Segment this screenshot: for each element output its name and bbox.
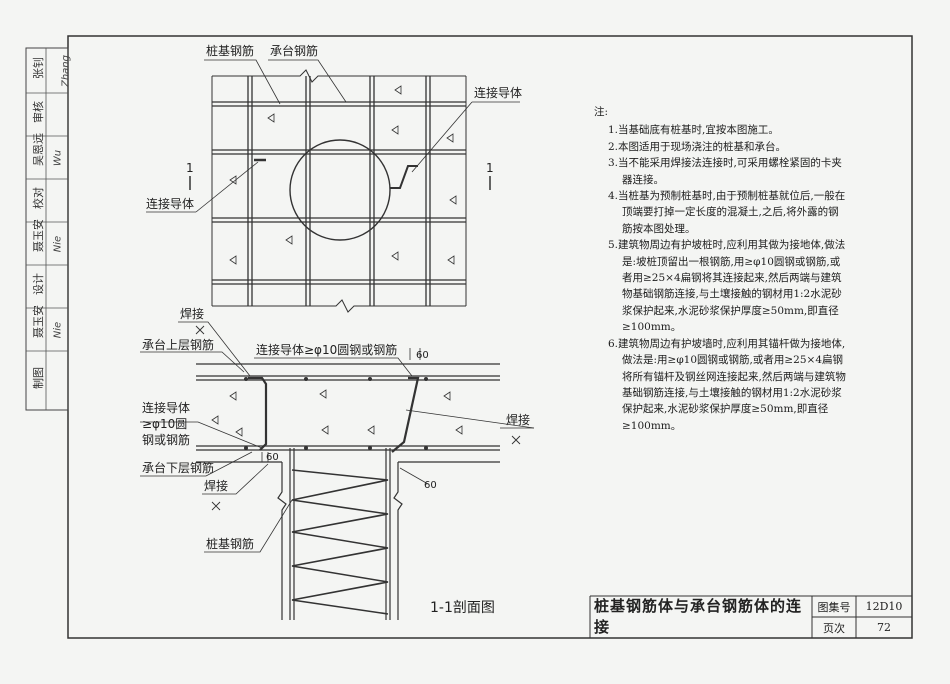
- sidebar-cell-designer: 聂玉安 Nie: [26, 304, 70, 351]
- sidebar-cell-drawer: 张钊 Zhang: [26, 48, 72, 93]
- page-value: 72: [877, 621, 891, 634]
- sidebar-label: 设计: [32, 272, 45, 295]
- atlas-label: 图集号: [817, 600, 851, 614]
- signature: Nie: [52, 321, 64, 338]
- signature: Nie: [52, 235, 64, 252]
- section-leaders: [140, 321, 535, 553]
- plan-label-connector-right: 连接导体: [474, 85, 522, 100]
- section-mark-left: 1: [186, 161, 194, 175]
- section-label-weld-right: 焊接: [506, 412, 530, 427]
- signature: Wu: [52, 149, 64, 166]
- note-item: 3.当不能采用焊接法连接时,可采用螺栓紧固的卡夹器连接。: [608, 157, 842, 186]
- section-label-weld-bottom: 焊接: [204, 478, 228, 493]
- connector-right-shape: [390, 165, 418, 189]
- sidebar-dividers: [26, 48, 68, 410]
- section-label-connector-left-1: 连接导体: [142, 400, 190, 415]
- sidebar-label: 审核: [32, 100, 45, 123]
- sidebar-cell-reviewer: 吴恩远 Wu: [26, 132, 70, 179]
- note-item: 6.建筑物周边有护坡墙时,应利用其锚杆做为接地体,做法是:用≥φ10圆钢或钢筋,…: [608, 337, 846, 432]
- section-dim-60-top: 60: [416, 350, 429, 361]
- sidebar-label: 张钊: [32, 56, 45, 79]
- page-label: 页次: [823, 621, 845, 635]
- section-view: [195, 325, 521, 620]
- sidebar-cell-review: 审核: [26, 93, 70, 136]
- connector-right-shape: [391, 376, 420, 453]
- sidebar-label: 校对: [32, 186, 45, 209]
- sidebar-label: 制图: [32, 366, 45, 389]
- drawing-title: 桩基钢筋体与承台钢筋体的连接: [594, 597, 803, 636]
- sidebar-label: 聂玉安: [32, 304, 45, 338]
- section-label-connector-top: 连接导体≥φ10圆钢或钢筋: [256, 342, 397, 357]
- sidebar-frame: [25, 47, 69, 411]
- connector-left-shape: [248, 376, 268, 451]
- plan-label-cap-rebar: 承台钢筋: [270, 43, 318, 58]
- sidebar-label: 吴恩远: [32, 132, 45, 166]
- notes-panel: 注: 1.当基础底有桩基时,宜按本图施工。 2.本图适用于现场浇注的桩基和承台。…: [594, 104, 849, 434]
- section-label-connector-left-2: ≥φ10圆: [142, 417, 187, 431]
- plan-label-connector-left: 连接导体: [146, 196, 194, 211]
- plan-label-pile-rebar: 桩基钢筋: [206, 43, 254, 58]
- section-label-cap-bottom-rebar: 承台下层钢筋: [142, 460, 214, 475]
- section-mark-right: 1: [486, 161, 494, 175]
- notes-heading: 注:: [594, 106, 609, 118]
- section-label-cap-top-rebar: 承台上层钢筋: [142, 337, 214, 352]
- title-block-frame: [589, 595, 912, 638]
- atlas-value: 12D10: [865, 600, 903, 613]
- note-item: 1.当基础底有桩基时,宜按本图施工。: [608, 124, 779, 137]
- note-item: 2.本图适用于现场浇注的桩基和承台。: [608, 140, 787, 153]
- plan-leaders: [146, 59, 520, 213]
- note-item: 4.当桩基为预制桩基时,由于预制桩基就位后,一般在顶端要打掉一定长度的混凝土,之…: [608, 190, 846, 235]
- pile-spiral: [291, 469, 389, 615]
- section-dim-60-right: 60: [424, 480, 437, 491]
- sidebar-cell-drafting: 制图: [26, 351, 70, 410]
- section-caption: 1-1剖面图: [430, 600, 495, 616]
- plan-view: [189, 69, 491, 313]
- sidebar-cell-design: 设计: [26, 265, 70, 308]
- section-dim-60-left: 60: [266, 452, 279, 463]
- section-label-weld-top: 焊接: [180, 306, 204, 321]
- section-label-connector-left-3: 钢或钢筋: [142, 432, 190, 447]
- sidebar-cell-check: 校对: [26, 179, 70, 222]
- note-item: 5.建筑物周边有护坡桩时,应利用其做为接地体,做法是:坡桩顶留出一根钢筋,用≥φ…: [608, 239, 846, 334]
- signature: Zhang: [60, 54, 72, 87]
- section-label-pile-rebar: 桩基钢筋: [206, 536, 254, 551]
- sidebar-cell-checker: 聂玉安 Nie: [26, 218, 70, 265]
- pile-circle: [289, 139, 391, 241]
- sidebar-label: 聂玉安: [32, 218, 45, 252]
